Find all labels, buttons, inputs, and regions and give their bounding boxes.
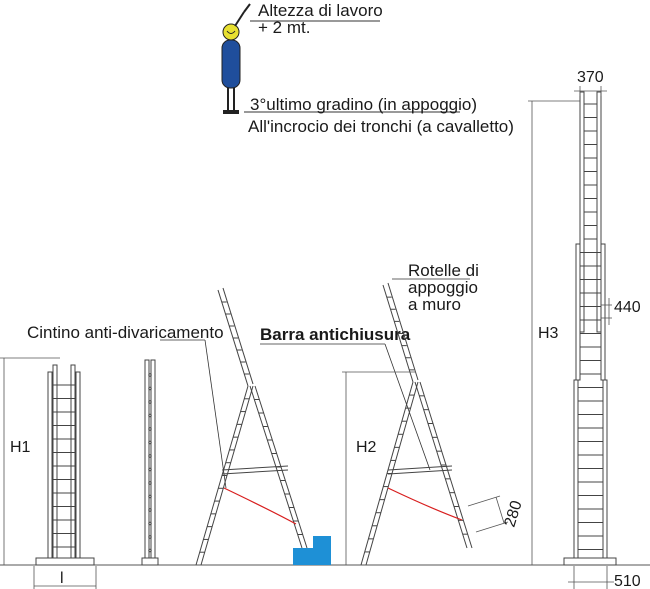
dim-280-marker	[467, 495, 509, 533]
barra-label: Barra antichiusura	[260, 325, 411, 344]
rung-hole	[148, 427, 152, 431]
figure-body	[221, 39, 241, 89]
strap-ladder-2	[223, 487, 297, 525]
rung-hole	[148, 400, 152, 404]
ladder-2-aframe	[195, 287, 308, 566]
dim-510: 510	[614, 573, 641, 589]
dim-h2: H2	[356, 439, 377, 456]
ladder-4-extended	[563, 91, 617, 566]
dim-h1: H1	[10, 439, 31, 456]
rung-hole	[148, 548, 152, 553]
work-height-sub-label: + 2 mt.	[258, 18, 310, 37]
work-height-label: Altezza di lavoro	[258, 1, 383, 20]
dim-l: l	[60, 570, 64, 587]
rung-hole	[148, 521, 152, 526]
figure-head	[222, 23, 240, 41]
rung-hole	[148, 481, 152, 485]
rung-hole	[148, 386, 152, 391]
dim-280: 280	[502, 499, 526, 530]
rung-hole	[148, 535, 152, 539]
step-sub-label: All'incrocio dei tronchi (a cavalletto)	[248, 117, 514, 136]
rung-hole	[148, 373, 152, 377]
rotelle-label-2: appoggio	[408, 278, 478, 297]
dim-370: 370	[577, 69, 604, 86]
human-figure	[221, 3, 251, 114]
ladder-1-side	[141, 359, 159, 566]
rotelle-label-3: a muro	[408, 295, 461, 314]
rung-hole	[148, 413, 152, 418]
rotelle-label-1: Rotelle di	[408, 261, 479, 280]
step-block	[293, 536, 331, 565]
rung-hole	[148, 467, 152, 472]
rung-hole	[148, 508, 152, 512]
ladder-3-aframe	[360, 282, 473, 566]
rung-hole	[148, 494, 152, 499]
ladder-1-front	[35, 364, 95, 566]
dim-h3: H3	[538, 325, 559, 342]
cintino-label: Cintino anti-divaricamento	[27, 323, 224, 342]
rung-hole	[148, 454, 152, 458]
dim-440: 440	[614, 299, 641, 316]
step-label: 3°ultimo gradino (in appoggio)	[250, 95, 477, 114]
rung-hole	[148, 440, 152, 445]
strap-ladder-3	[387, 487, 463, 521]
